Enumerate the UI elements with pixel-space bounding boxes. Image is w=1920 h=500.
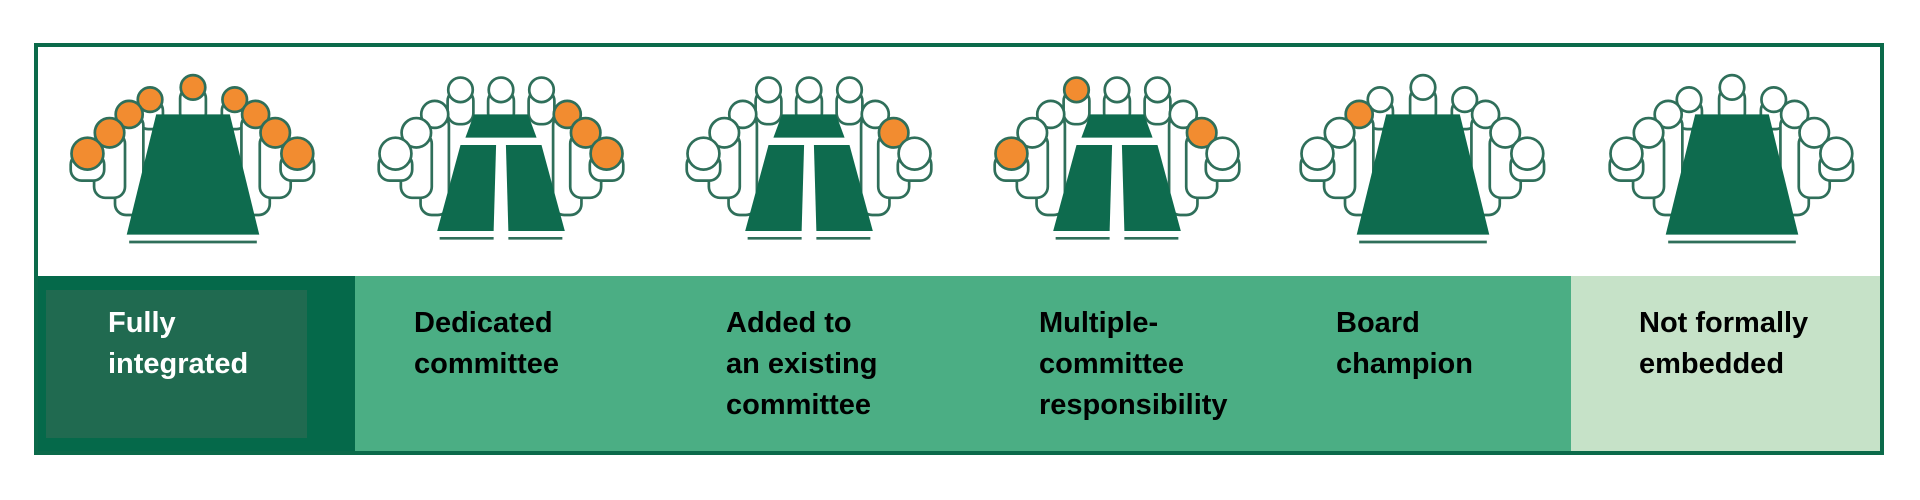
person-head (1103, 76, 1131, 104)
person-head (1819, 136, 1854, 171)
highlighted-person-head (179, 73, 207, 101)
person-head (860, 99, 891, 130)
person-head (1675, 86, 1703, 114)
boardroom-svg (69, 73, 316, 244)
highlighted-person-head (552, 99, 583, 130)
table-left-wing-icon (437, 145, 497, 231)
person-head (1366, 86, 1394, 114)
person-head (419, 99, 450, 130)
band-committee-models (355, 276, 1571, 451)
person-head (1035, 99, 1066, 130)
band-highlight-box (46, 290, 307, 438)
person-head (1779, 99, 1810, 130)
highlighted-person-head (1344, 99, 1375, 130)
table-left-wing-icon (1053, 145, 1113, 231)
person-head (400, 116, 433, 149)
label-fully-integrated: Fully integrated (108, 307, 249, 380)
table-right-wing-icon (1121, 145, 1181, 231)
person-head (1760, 86, 1788, 114)
highlighted-person-head (994, 136, 1029, 171)
highlighted-person-head (70, 136, 105, 171)
person-head (897, 136, 932, 171)
table-head-icon (1081, 114, 1153, 138)
highlighted-person-head (1062, 76, 1091, 104)
highlighted-person-head (221, 86, 249, 114)
highlighted-person-head (877, 116, 910, 149)
label-dedicated-committee: Dedicated committee (414, 307, 560, 380)
boardroom-icon-dedicated-committee (366, 75, 636, 247)
table-icon (1665, 114, 1799, 235)
boardroom-svg (993, 76, 1241, 240)
person-head (1205, 136, 1240, 171)
band-fully-integrated (38, 276, 355, 451)
person-head (1632, 116, 1665, 149)
boardroom-svg (685, 76, 933, 240)
person-head (835, 76, 864, 104)
person-head (1609, 136, 1644, 171)
table-icon (1356, 114, 1490, 235)
person-head (378, 136, 413, 171)
band-not-embedded (1571, 276, 1880, 451)
highlighted-person-head (569, 116, 602, 149)
boardroom-icon-not-formally-embedded (1597, 73, 1867, 247)
person-head (708, 116, 741, 149)
highlighted-person-head (93, 116, 126, 149)
boardroom-svg (1608, 73, 1855, 244)
person-head (1510, 136, 1545, 171)
highlighted-person-head (589, 136, 624, 171)
highlighted-person-head (1185, 116, 1218, 149)
label-multiple-committee: Multiple- committee responsibility (1039, 307, 1228, 421)
table-left-wing-icon (745, 145, 805, 231)
boardroom-svg (377, 76, 625, 240)
person-head (527, 76, 556, 104)
person-head (1451, 86, 1479, 114)
boardroom-svg (1299, 73, 1546, 244)
table-right-wing-icon (505, 145, 565, 231)
person-head (1489, 116, 1522, 149)
table-head-icon (773, 114, 845, 138)
person-head (1653, 99, 1684, 130)
table-icon (126, 114, 260, 235)
person-head (754, 76, 783, 104)
person-head (1323, 116, 1356, 149)
highlighted-person-head (240, 99, 271, 130)
person-head (686, 136, 721, 171)
person-head (1300, 136, 1335, 171)
person-head (446, 76, 475, 104)
table-head-icon (465, 114, 537, 138)
boardroom-icon-fully-integrated (58, 73, 328, 247)
person-head (1798, 116, 1831, 149)
boardroom-icon-multiple-committee (982, 75, 1252, 247)
highlighted-person-head (280, 136, 315, 171)
person-head (1016, 116, 1049, 149)
boardroom-icon-board-champion (1288, 73, 1558, 247)
person-head (727, 99, 758, 130)
person-head (487, 76, 515, 104)
highlighted-person-head (259, 116, 292, 149)
person-head (1718, 73, 1746, 101)
label-not-formally-embedded: Not formally embedded (1639, 307, 1809, 380)
label-added-to-existing-committee: Added to an existing committee (726, 307, 878, 421)
person-head (1409, 73, 1437, 101)
table-right-wing-icon (813, 145, 873, 231)
boardroom-icon-added-to-existing-committee (674, 75, 944, 247)
label-board-champion: Board champion (1336, 307, 1473, 380)
person-head (1143, 76, 1172, 104)
governance-models-frame: Fully integrated Dedicated committee Add… (34, 43, 1884, 455)
person-head (795, 76, 823, 104)
highlighted-person-head (114, 99, 145, 130)
person-head (1168, 99, 1199, 130)
person-head (1470, 99, 1501, 130)
highlighted-person-head (136, 86, 164, 114)
